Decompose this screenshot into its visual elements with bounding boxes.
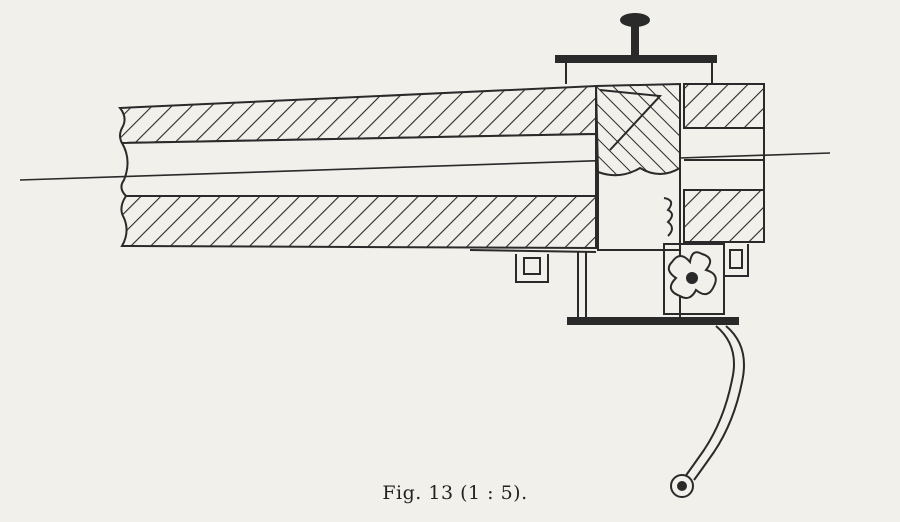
breech-block (594, 82, 765, 320)
breech-right-upper (683, 83, 765, 129)
breech-wedge (594, 82, 681, 177)
barrel-lower-wall (120, 195, 597, 250)
trigger-mechanism (663, 197, 725, 315)
figure-caption: Fig. 13 (1 : 5). (0, 482, 900, 504)
trigger-lever (670, 325, 745, 498)
caption-text: Fig. 13 (1 : 5). (382, 482, 528, 504)
breech-right-mid (683, 189, 765, 243)
axis-line (19, 152, 831, 181)
knob-icon (620, 13, 650, 27)
barrel-bore (120, 132, 597, 197)
lower-brackets (469, 244, 749, 325)
top-slide (555, 13, 717, 84)
barrel-section (117, 84, 597, 250)
